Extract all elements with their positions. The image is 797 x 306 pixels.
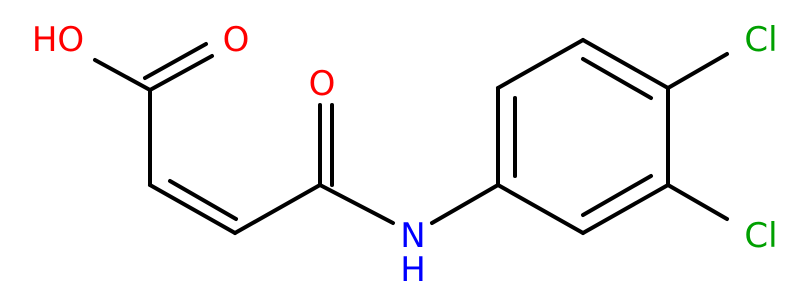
amide-nitrogen-label: N — [400, 216, 425, 256]
bond-acid-carbonyl-1 — [148, 54, 214, 92]
ring-bond-2 — [496, 38, 585, 90]
bond-alkene-amide — [233, 183, 322, 235]
bond-n-ring — [430, 183, 500, 225]
amide-hydrogen-label: H — [400, 250, 426, 290]
bond-ring-cl-top — [666, 52, 729, 90]
atom-labels: HO O O N H Cl Cl — [32, 20, 778, 290]
ring-bond-6 — [496, 183, 585, 235]
bond-alkene-1 — [148, 183, 237, 235]
hydroxyl-label: HO — [32, 20, 84, 60]
bond-alkene-2 — [168, 179, 238, 221]
ring-bond-3-inner — [581, 57, 653, 100]
acid-carbonyl-oxygen-label: O — [223, 20, 250, 60]
bonds — [93, 38, 729, 235]
ring-bond-5-inner — [581, 174, 653, 217]
chlorine-top-label: Cl — [744, 20, 777, 60]
ring-bond-3 — [581, 38, 670, 90]
bond-amide-n — [318, 183, 395, 225]
bond-acid-carbonyl-2 — [143, 42, 208, 80]
amide-carbonyl-oxygen-label: O — [309, 64, 336, 104]
ring-bond-5 — [581, 183, 670, 235]
bond-oh-c — [93, 58, 152, 92]
bond-ring-cl-bottom — [666, 183, 729, 221]
chlorine-bottom-label: Cl — [744, 216, 777, 256]
